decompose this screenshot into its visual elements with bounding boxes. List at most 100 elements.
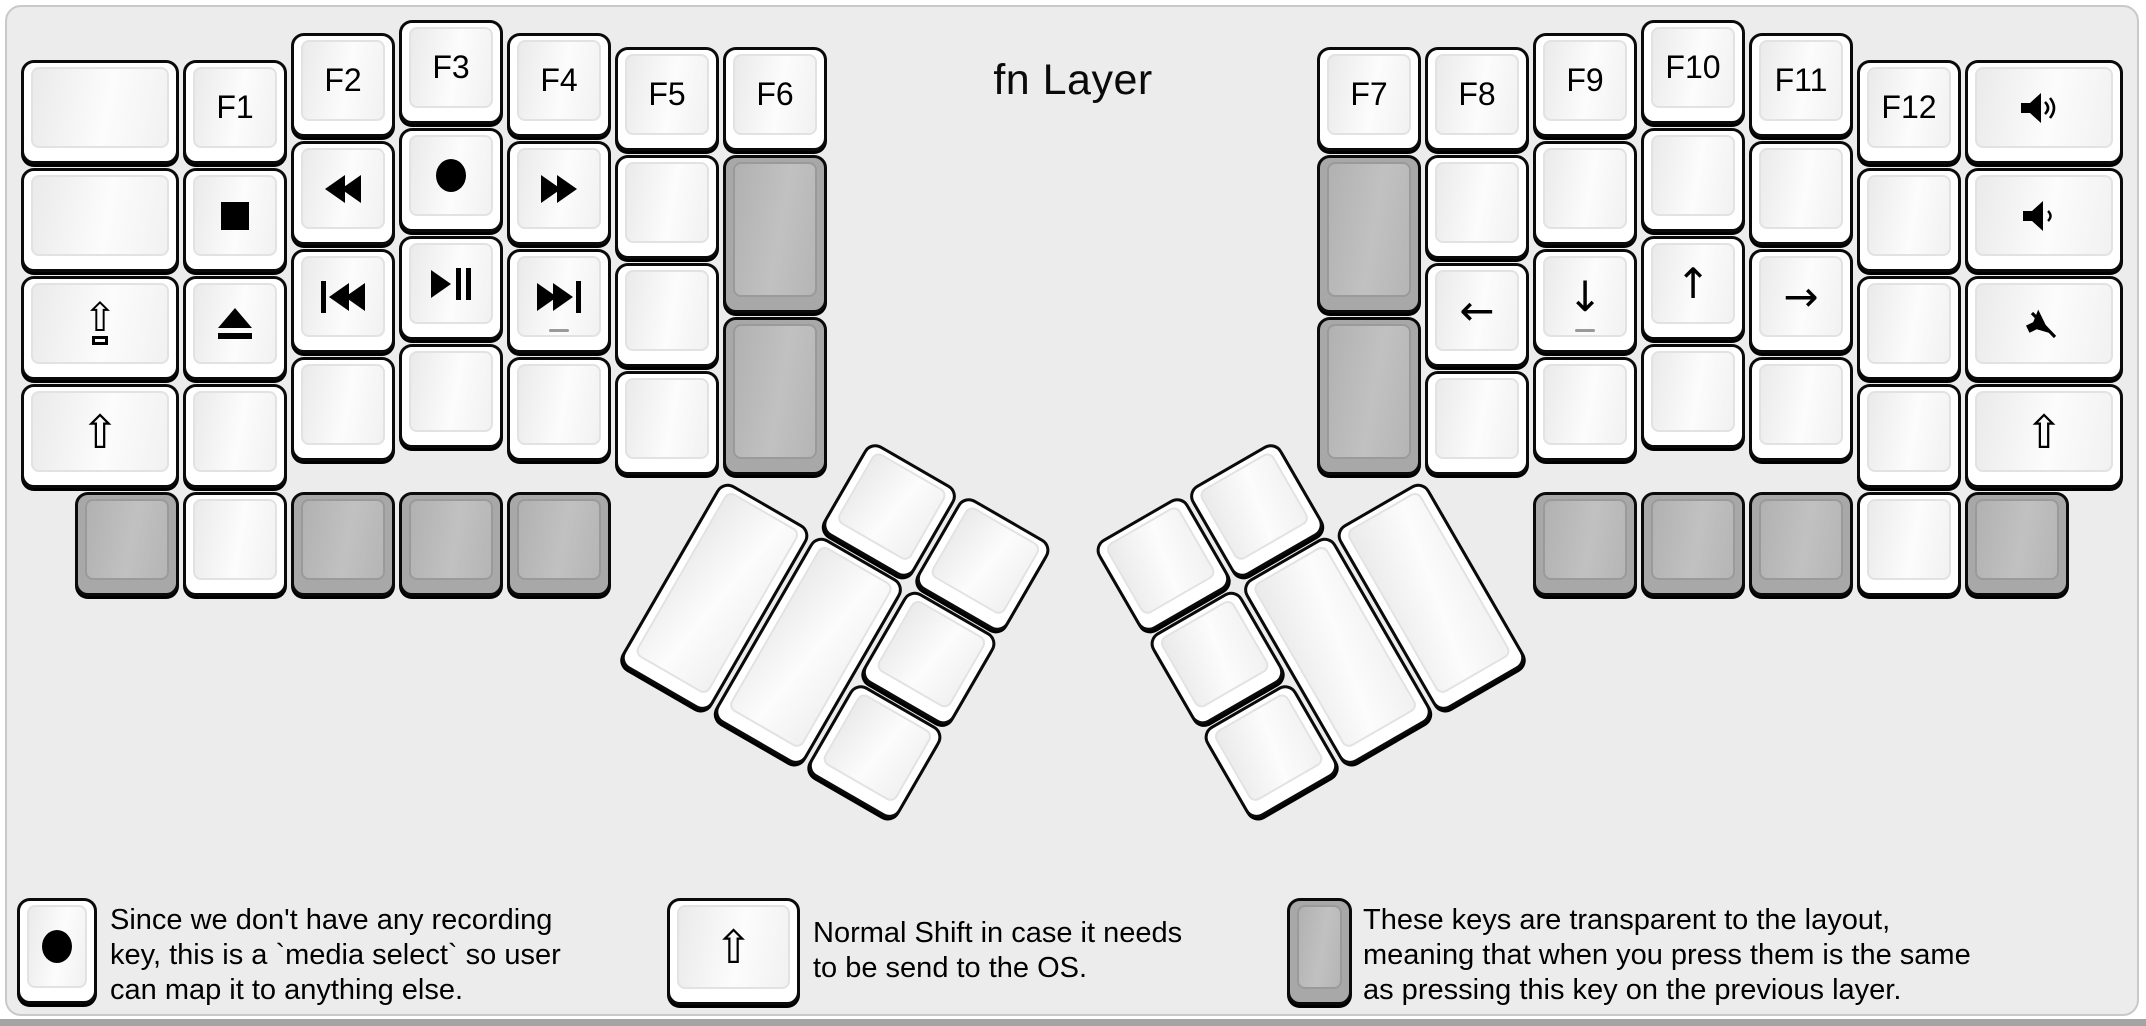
key-f5[interactable]: F5 — [615, 47, 719, 151]
key-label: F3 — [432, 49, 470, 85]
key-volume-up[interactable] — [1965, 60, 2123, 164]
key-blank[interactable] — [615, 263, 719, 367]
key-blank[interactable] — [1857, 492, 1961, 596]
key-label: F1 — [216, 89, 254, 125]
keycap-top — [1543, 364, 1627, 445]
key-blank[interactable] — [1749, 141, 1853, 245]
key-label: F7 — [1350, 76, 1388, 112]
legend-text-transparent: These keys are transparent to the layout… — [1363, 903, 1971, 1008]
key-label: F4 — [540, 62, 578, 98]
key-f9[interactable]: F9 — [1533, 33, 1637, 137]
legend-key-media-select[interactable] — [17, 898, 97, 1004]
keycap-top — [625, 270, 709, 351]
key-f10[interactable]: F10 — [1641, 20, 1745, 124]
key-blank[interactable] — [615, 371, 719, 475]
key-blank[interactable] — [21, 60, 179, 164]
key-transparent[interactable] — [723, 155, 827, 313]
key-blank[interactable] — [183, 492, 287, 596]
key-blank[interactable] — [507, 357, 611, 461]
key-f11[interactable]: F11 — [1749, 33, 1853, 137]
volume-down-icon — [2019, 198, 2069, 234]
keycap-top — [733, 162, 817, 297]
key-f8[interactable]: F8 — [1425, 47, 1529, 151]
key-transparent[interactable] — [1965, 492, 2069, 596]
key-blank[interactable] — [21, 168, 179, 272]
keycap-top — [193, 391, 277, 472]
key-next-track[interactable] — [507, 249, 611, 353]
legend-line: Since we don't have any recording — [110, 904, 553, 936]
keycap-top — [1975, 499, 2059, 580]
key-blank[interactable] — [1641, 128, 1745, 232]
key-mute[interactable] — [1965, 276, 2123, 380]
next-track-icon — [537, 280, 581, 313]
key-blank[interactable] — [615, 155, 719, 259]
key-blank[interactable] — [1857, 276, 1961, 380]
key-transparent[interactable] — [507, 492, 611, 596]
key-arrow-down[interactable]: ↓ — [1533, 249, 1637, 353]
key-arrow-left[interactable]: ← — [1425, 263, 1529, 367]
prev-track-icon — [321, 280, 365, 313]
legend-key-transparent[interactable] — [1287, 898, 1352, 1005]
key-stop[interactable] — [183, 168, 287, 272]
key-blank[interactable] — [399, 344, 503, 448]
eject-icon — [218, 308, 252, 339]
key-blank[interactable] — [183, 384, 287, 488]
legend-line: to be send to the OS. — [813, 952, 1088, 984]
shift-icon: ⇧ — [80, 404, 120, 459]
key-blank[interactable] — [1857, 384, 1961, 488]
key-f3[interactable]: F3 — [399, 20, 503, 124]
key-transparent[interactable] — [1533, 492, 1637, 596]
key-blank[interactable] — [1425, 371, 1529, 475]
key-transparent[interactable] — [1749, 492, 1853, 596]
key-transparent[interactable] — [723, 317, 827, 475]
key-eject[interactable] — [183, 276, 287, 380]
key-record[interactable] — [399, 128, 503, 232]
key-transparent[interactable] — [291, 492, 395, 596]
keycap-top: ⇧ — [31, 391, 169, 472]
record-icon — [42, 930, 72, 963]
key-blank[interactable] — [1425, 155, 1529, 259]
key-blank[interactable] — [1533, 357, 1637, 461]
key-fast-forward[interactable] — [507, 141, 611, 245]
keycap-top: ⇧ — [677, 905, 790, 989]
key-label: F8 — [1458, 76, 1496, 112]
key-f2[interactable]: F2 — [291, 33, 395, 137]
keycap-top — [409, 243, 493, 324]
key-arrow-right[interactable]: → — [1749, 249, 1853, 353]
key-transparent[interactable] — [1317, 155, 1421, 313]
key-blank[interactable] — [1533, 141, 1637, 245]
keycap-top: F2 — [301, 40, 385, 121]
legend-key-shift[interactable]: ⇧ — [667, 898, 800, 1005]
key-shift-left[interactable]: ⇧ — [21, 384, 179, 488]
key-blank[interactable] — [291, 357, 395, 461]
mute-icon — [2019, 303, 2069, 345]
key-volume-down[interactable] — [1965, 168, 2123, 272]
key-shift-right[interactable]: ⇧ — [1965, 384, 2123, 488]
key-transparent[interactable] — [399, 492, 503, 596]
keycap-top — [301, 256, 385, 337]
legend-line: meaning that when you press them is the … — [1363, 939, 1971, 971]
key-play-pause[interactable] — [399, 236, 503, 340]
keycap-top: ⇧ — [31, 283, 169, 364]
key-blank[interactable] — [1749, 357, 1853, 461]
key-blank[interactable] — [1641, 344, 1745, 448]
key-transparent[interactable] — [75, 492, 179, 596]
key-f6[interactable]: F6 — [723, 47, 827, 151]
key-f12[interactable]: F12 — [1857, 60, 1961, 164]
key-blank[interactable] — [1857, 168, 1961, 272]
key-f1[interactable]: F1 — [183, 60, 287, 164]
key-transparent[interactable] — [1641, 492, 1745, 596]
key-rewind[interactable] — [291, 141, 395, 245]
arrow-up-icon: ↑ — [1675, 258, 1711, 308]
keycap-top — [625, 378, 709, 459]
key-f4[interactable]: F4 — [507, 33, 611, 137]
keycap-top — [1975, 67, 2113, 148]
keycap-top: ⇧ — [1975, 391, 2113, 472]
key-arrow-up[interactable]: ↑ — [1641, 236, 1745, 340]
key-transparent[interactable] — [1317, 317, 1421, 475]
keycap-top — [1543, 148, 1627, 229]
key-f7[interactable]: F7 — [1317, 47, 1421, 151]
key-caps-lock[interactable]: ⇧ — [21, 276, 179, 380]
key-prev-track[interactable] — [291, 249, 395, 353]
